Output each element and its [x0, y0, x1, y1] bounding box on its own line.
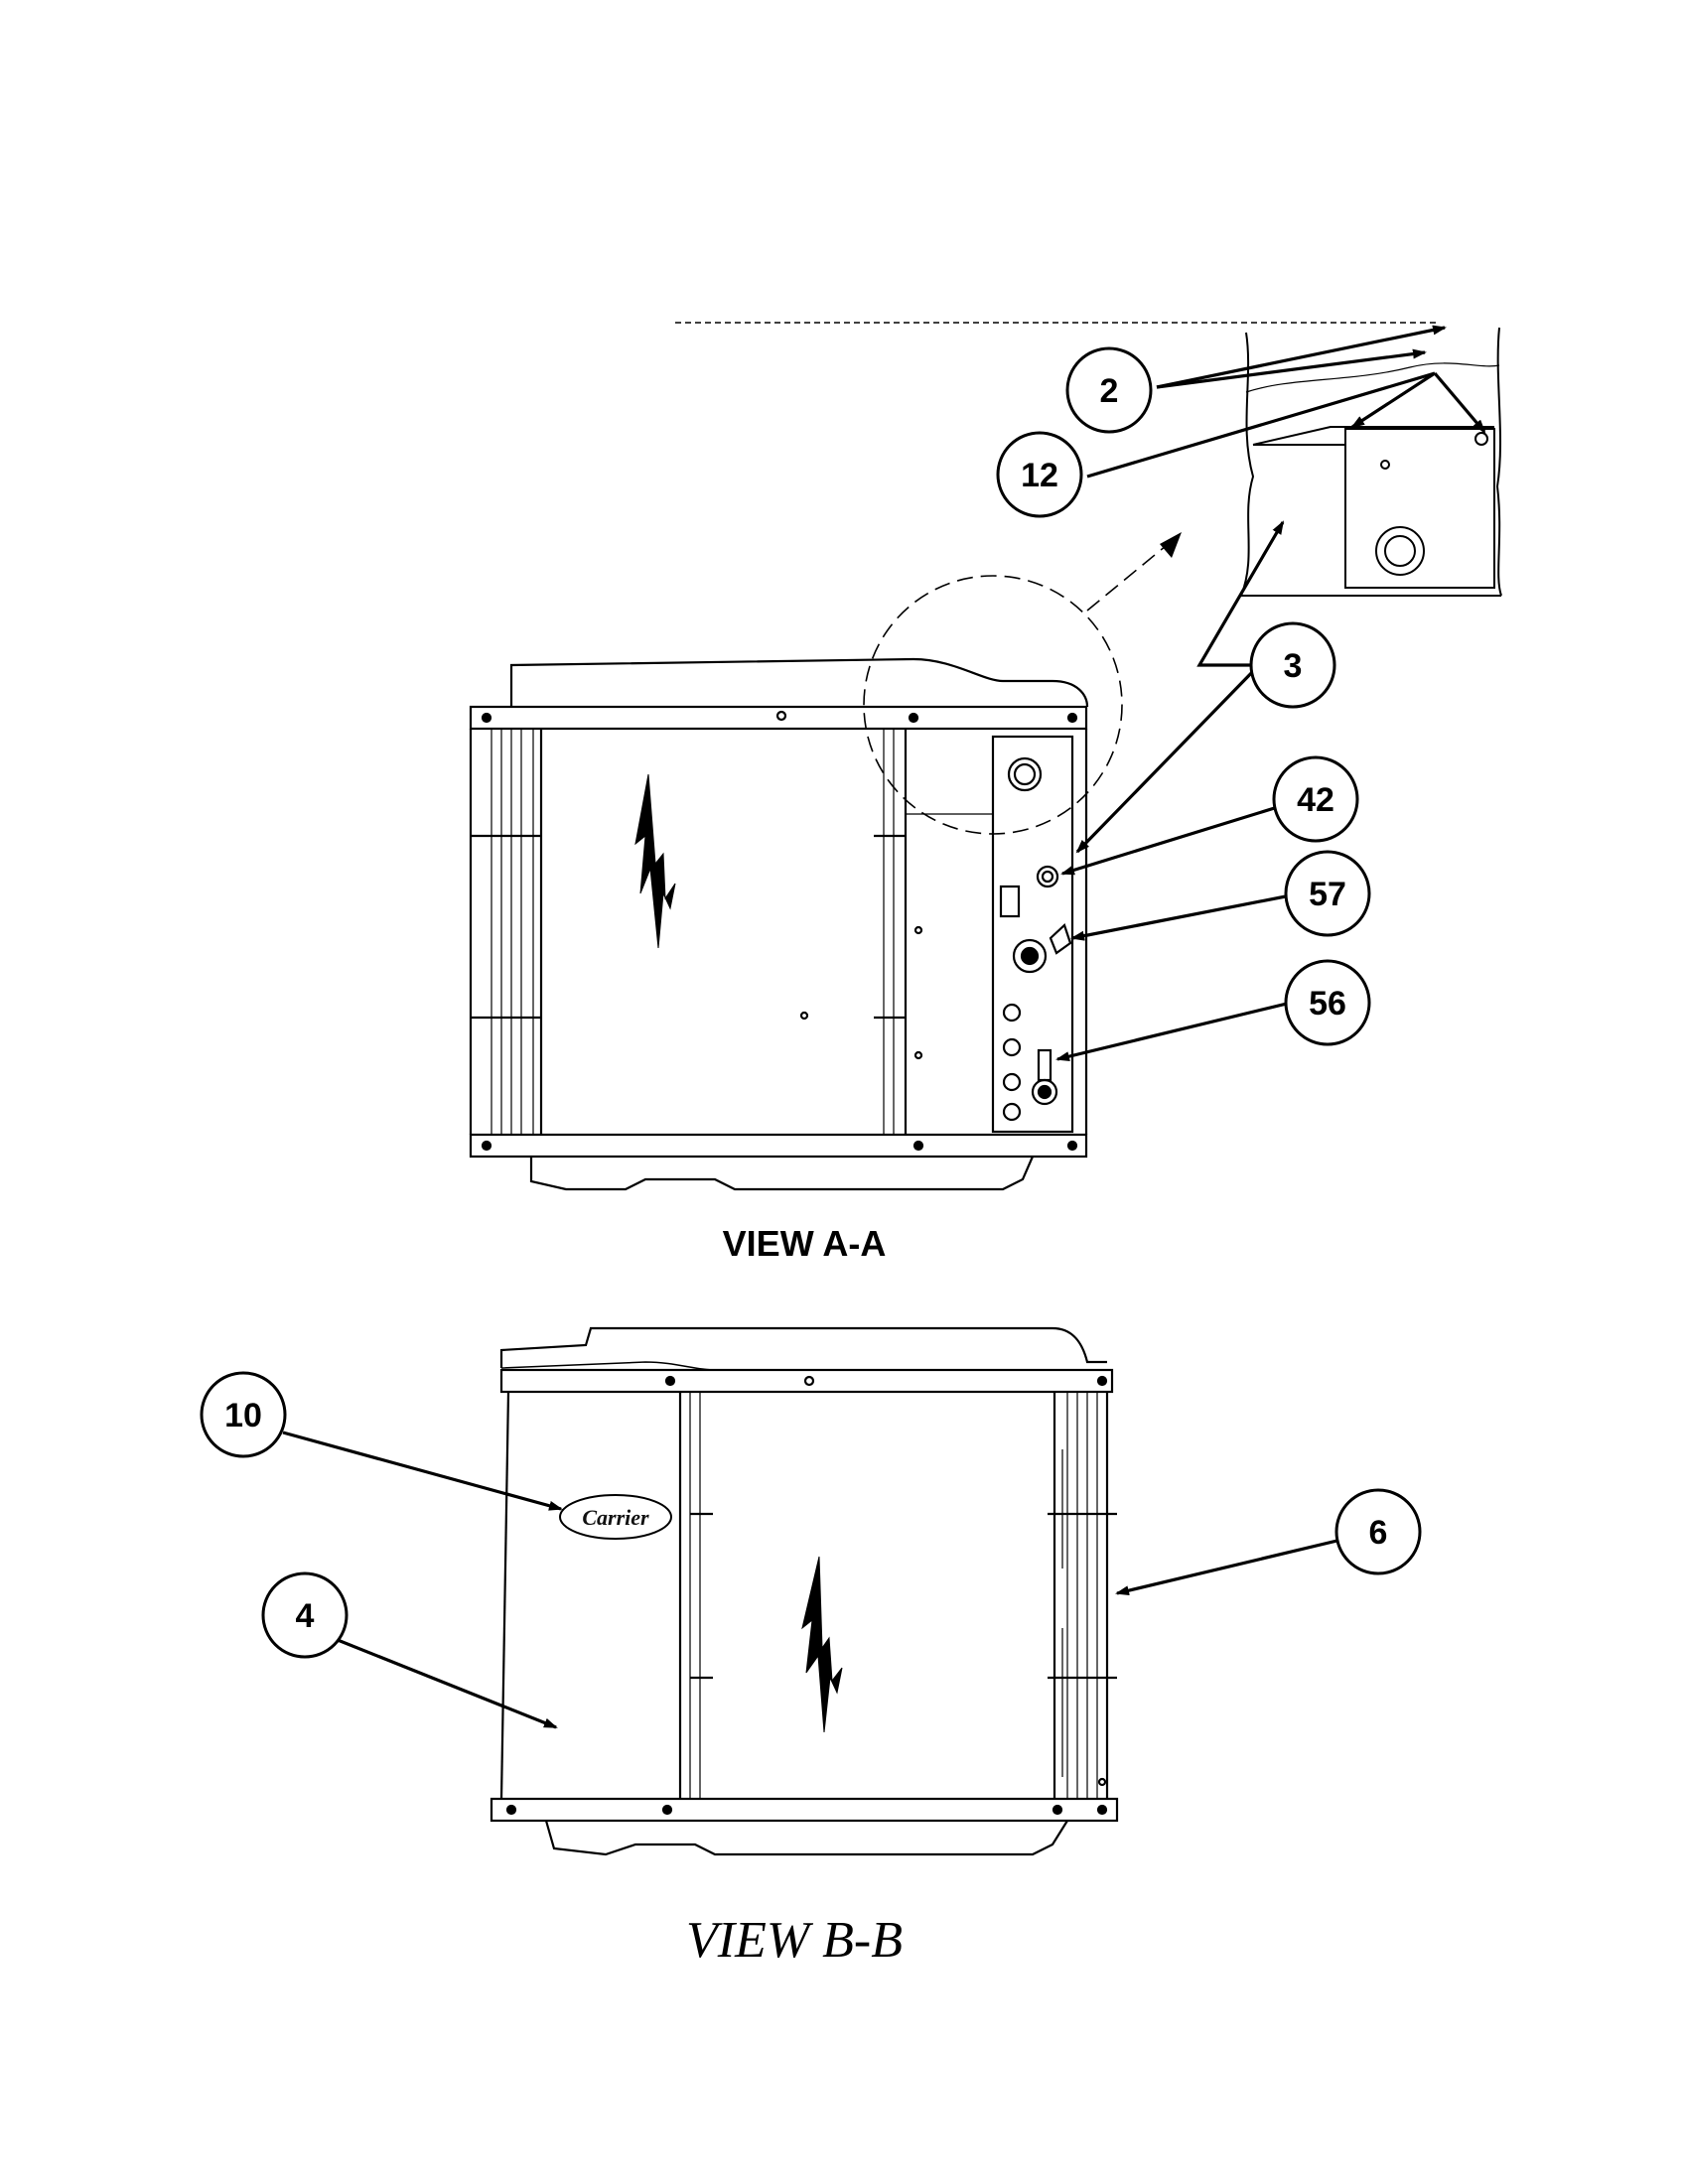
detail-arrow-icon — [1160, 532, 1182, 558]
view-a-unit — [469, 657, 1089, 1191]
svg-text:3: 3 — [1284, 647, 1303, 685]
detail-inset — [675, 322, 1502, 597]
callout-12: 12 — [996, 431, 1083, 518]
callout-56: 56 — [1284, 959, 1371, 1046]
callout-3: 3 — [1249, 621, 1336, 709]
svg-text:57: 57 — [1309, 876, 1346, 913]
view-b-unit: Carrier — [490, 1326, 1119, 1856]
view-b-label: VIEW B-B — [685, 1912, 903, 1969]
callout-4: 4 — [261, 1571, 349, 1659]
svg-text:2: 2 — [1100, 372, 1119, 410]
svg-text:12: 12 — [1021, 457, 1058, 494]
callout-2: 2 — [1065, 346, 1153, 434]
svg-text:4: 4 — [296, 1597, 315, 1635]
callout-57: 57 — [1284, 850, 1371, 937]
svg-text:42: 42 — [1297, 781, 1334, 819]
callout-6: 6 — [1334, 1488, 1422, 1575]
carrier-logo: Carrier — [582, 1505, 649, 1530]
callout-42: 42 — [1272, 755, 1359, 843]
svg-text:6: 6 — [1369, 1514, 1388, 1552]
detail-reference-circle — [863, 532, 1182, 835]
callout-10: 10 — [200, 1371, 287, 1458]
view-a-label: VIEW A-A — [722, 1223, 887, 1264]
callout-leaders — [282, 325, 1486, 1729]
svg-text:10: 10 — [224, 1397, 262, 1434]
svg-text:56: 56 — [1309, 985, 1346, 1023]
